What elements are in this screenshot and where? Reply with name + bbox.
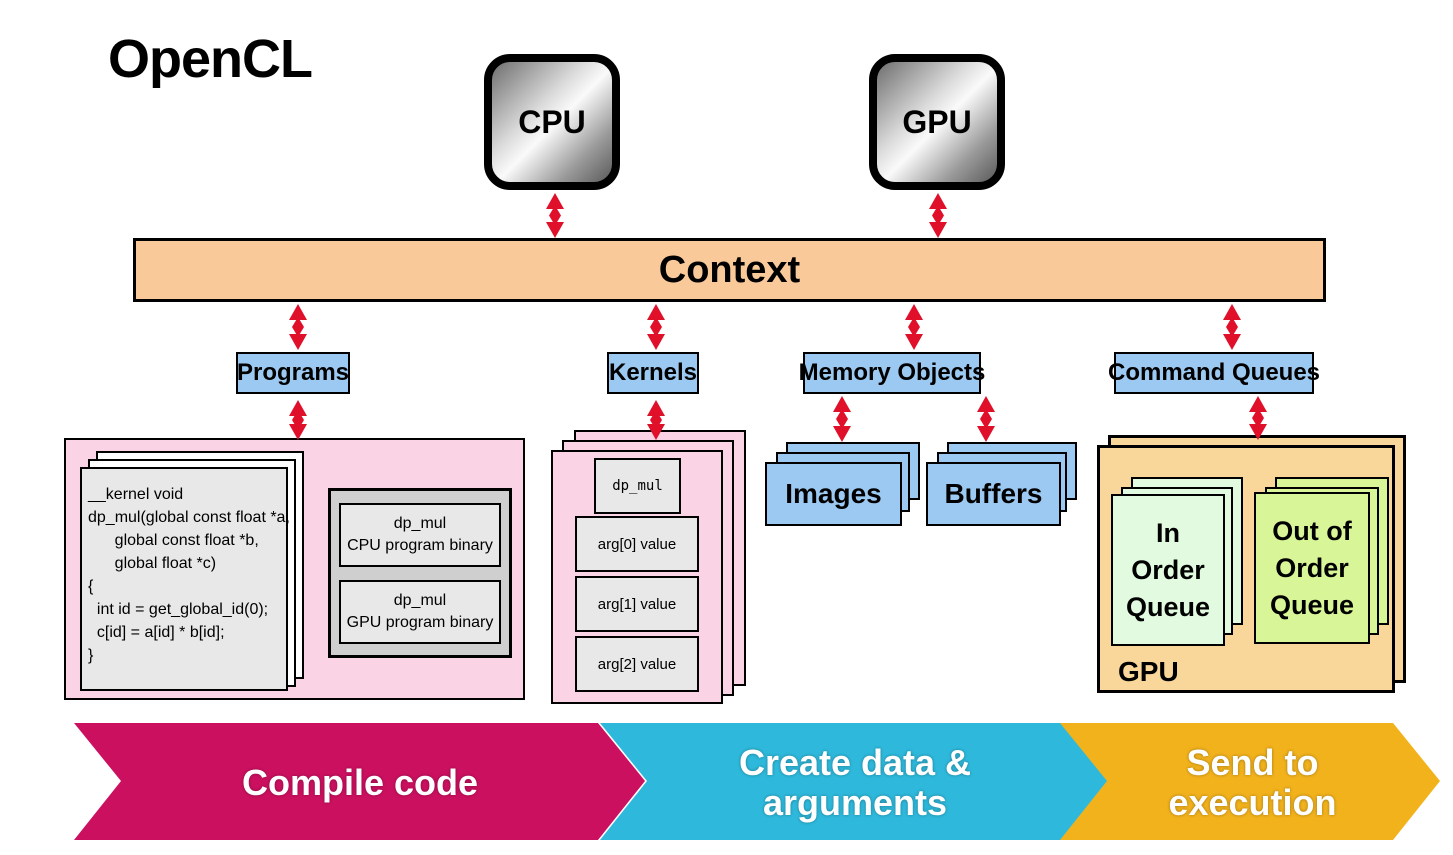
context-kernels-arrow: [647, 304, 665, 350]
cpu-context-arrow: [546, 193, 564, 238]
kernel-name: dp_mul: [594, 458, 681, 514]
context-bar: Context: [133, 238, 1326, 302]
programs-label: Programs: [236, 352, 350, 394]
gpu-device-label: GPU: [1118, 656, 1179, 687]
step-compile-shape: [74, 723, 645, 840]
step-send-label: Send to execution: [1168, 742, 1337, 823]
kernel-arg-2: arg[2] value: [575, 636, 699, 692]
gpu-context-arrow: [929, 193, 947, 238]
kernel-arg-1: arg[1] value: [575, 576, 699, 632]
memory-buffers-arrow: [977, 396, 995, 442]
context-memory-arrow: [905, 304, 923, 350]
cpu-binary-name: dp_mul: [393, 515, 447, 532]
gpu-binary: dp_mul GPU program binary: [339, 580, 501, 644]
cpu-label: CPU: [518, 103, 586, 140]
cpu-binary: dp_mul CPU program binary: [339, 503, 501, 567]
gpu-chip: GPU: [869, 54, 1005, 190]
gpu-label: GPU: [902, 103, 972, 140]
cpu-binary-desc: CPU program binary: [347, 537, 493, 554]
kernel-arg-0: arg[0] value: [575, 516, 699, 572]
queues-panel-arrow: [1249, 396, 1267, 440]
memory-objects-label: Memory Objects: [799, 352, 985, 394]
kernels-panel-arrow: [647, 400, 665, 440]
step-send-shape: [1058, 723, 1440, 840]
page-title: OpenCL: [108, 29, 313, 89]
gpu-binary-desc: GPU program binary: [346, 614, 494, 631]
step-create-shape: [600, 723, 1107, 840]
buffers-box: Buffers: [926, 462, 1061, 526]
images-box: Images: [765, 462, 902, 526]
command-queues-label: Command Queues: [1108, 352, 1320, 394]
in-order-queue: In Order Queue: [1111, 494, 1225, 646]
step-compile-label: Compile code: [241, 762, 479, 803]
step-create-label: Create data & arguments: [738, 742, 972, 823]
context-programs-arrow: [289, 304, 307, 350]
out-of-order-queue: Out of Order Queue: [1254, 492, 1370, 644]
memory-images-arrow: [833, 396, 851, 442]
kernels-label: Kernels: [607, 352, 699, 394]
gpu-binary-name: dp_mul: [393, 592, 447, 609]
cpu-chip: CPU: [484, 54, 620, 190]
programs-panel-arrow: [289, 400, 307, 440]
kernel-source-code: __kernel void dp_mul(global const float …: [80, 467, 290, 691]
context-queues-arrow: [1223, 304, 1241, 350]
